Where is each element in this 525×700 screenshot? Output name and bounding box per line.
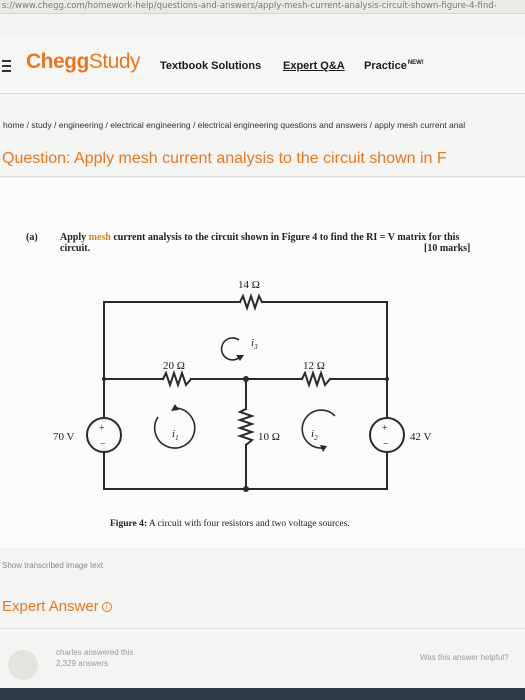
minus-right: − — [383, 439, 389, 450]
label-r12: 12 Ω — [303, 360, 325, 372]
resistor-10-zigzag — [236, 407, 256, 447]
question-marks: [10 marks] — [424, 243, 471, 254]
source-left-circle — [86, 417, 122, 453]
answerer-info: charles answered this 2,329 answers — [56, 647, 133, 669]
node-right — [385, 377, 389, 381]
helpful-prompt: Was this answer helpful? — [420, 653, 509, 662]
answer-divider — [0, 628, 525, 629]
plus-right: + — [382, 423, 388, 434]
arrowhead-i2 — [320, 445, 327, 452]
node-bottom — [243, 486, 249, 492]
nav-expert-qa[interactable]: Expert Q&A — [283, 60, 345, 72]
label-r14: 14 Ω — [238, 279, 260, 291]
info-icon[interactable]: i — [101, 602, 112, 612]
browser-band — [0, 14, 525, 36]
label-i1: i1 — [172, 428, 179, 442]
url-text: s://www.chegg.com/homework-help/question… — [2, 1, 497, 11]
highlight-mesh: mesh — [88, 232, 111, 243]
hamburger-menu-icon[interactable] — [2, 60, 11, 72]
label-r20: 20 Ω — [163, 360, 185, 372]
mesh-arrow-i2 — [301, 409, 336, 449]
answers-count: 2,329 answers — [56, 659, 109, 668]
label-r10: 10 Ω — [258, 431, 280, 443]
resistor-20-zigzag — [161, 369, 193, 389]
avatar — [8, 650, 38, 680]
question-image — [0, 178, 525, 548]
mesh-arrow-i1 — [153, 407, 196, 449]
nav-practice[interactable]: PracticeNEW! — [364, 60, 424, 72]
logo-product: Study — [88, 50, 141, 73]
source-right-circle — [369, 417, 405, 453]
url-bar[interactable]: s://www.chegg.com/homework-help/question… — [0, 0, 525, 14]
label-v70: 70 V — [53, 431, 75, 443]
question-title: Question: Apply mesh current analysis to… — [2, 150, 447, 167]
bottom-bar — [0, 688, 525, 700]
nav-practice-label: Practice — [364, 60, 407, 72]
circuit-diagram: 14 Ω 20 Ω 12 Ω 10 Ω 70 V 42 V + − + − i3… — [53, 279, 432, 492]
answerer-line: charles answered this — [56, 648, 134, 657]
node-left — [102, 377, 106, 381]
minus-left: − — [100, 439, 106, 450]
label-i3: i3 — [251, 337, 258, 351]
plus-left: + — [99, 423, 105, 434]
figure-caption: Figure 4: A circuit with four resistors … — [110, 519, 350, 529]
mesh-arrow-i3 — [220, 337, 241, 361]
resistor-12-zigzag — [300, 369, 332, 389]
divider — [0, 176, 525, 177]
show-transcribed-link[interactable]: Show transcribed image text — [2, 561, 103, 570]
site-header: CheggStudy Textbook Solutions Expert Q&A… — [0, 36, 525, 94]
arrowhead-i1 — [171, 404, 179, 411]
chegg-study-logo[interactable]: CheggStudy — [26, 50, 141, 74]
breadcrumb[interactable]: home / study / engineering / electrical … — [3, 120, 466, 130]
logo-brand: Chegg — [26, 50, 89, 73]
question-text: Apply mesh current analysis to the circu… — [60, 232, 460, 254]
resistor-14-zigzag — [238, 292, 264, 312]
arrowhead-i3 — [236, 355, 244, 361]
question-part-label: (a) — [26, 232, 38, 243]
node-middle — [243, 376, 249, 382]
label-i2: i2 — [311, 428, 318, 442]
new-badge: NEW! — [407, 60, 424, 67]
nav-textbook-solutions[interactable]: Textbook Solutions — [160, 60, 262, 72]
label-v42: 42 V — [410, 431, 432, 443]
